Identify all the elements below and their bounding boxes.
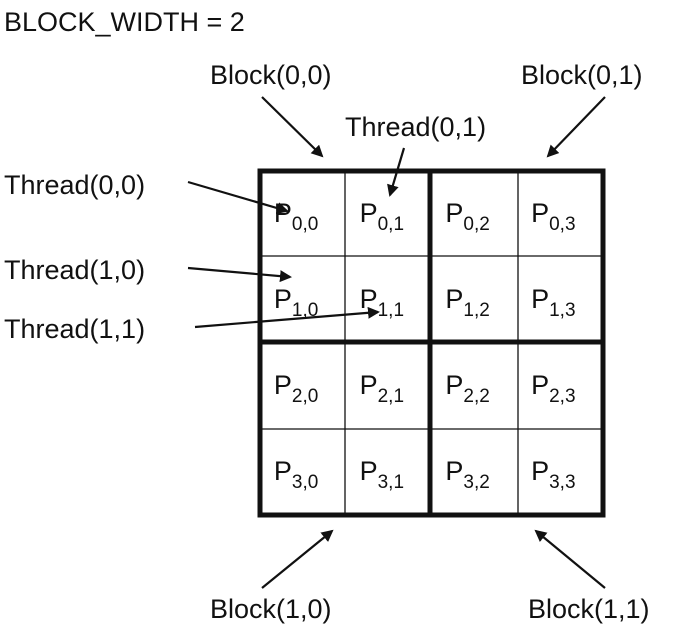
- matrix-cell-3-0: P3,0: [274, 456, 318, 493]
- matrix-cell-1-3: P1,3: [531, 284, 575, 321]
- cell-letter: P: [360, 370, 378, 400]
- thread-label-0-1: Thread(0,1): [345, 112, 486, 142]
- matrix-cell-2-2: P2,2: [445, 370, 489, 407]
- matrix-cell-1-1: P1,1: [360, 284, 404, 321]
- cell-subscript: 0,3: [549, 214, 575, 235]
- cell-subscript: 3,3: [549, 472, 575, 493]
- cell-letter: P: [360, 284, 378, 314]
- cell-letter: P: [531, 284, 549, 314]
- block-label-0-0: Block(0,0): [210, 60, 332, 90]
- thread-label-0-0: Thread(0,0): [4, 170, 145, 200]
- arrow-block-0-0: [261, 96, 324, 158]
- cell-subscript: 0,1: [378, 214, 404, 235]
- arrow-thread-0-1: [387, 147, 406, 197]
- arrow-block-0-1: [546, 96, 606, 158]
- matrix-cell-0-0: P0,0: [274, 198, 318, 235]
- arrow-thread-1-1: [194, 306, 380, 329]
- matrix-cell-2-1: P2,1: [360, 370, 404, 407]
- cell-subscript: 2,2: [463, 386, 489, 407]
- cell-subscript: 3,1: [378, 472, 404, 493]
- block-label-0-1: Block(0,1): [521, 60, 643, 90]
- cell-letter: P: [274, 456, 292, 486]
- matrix-cell-3-2: P3,2: [445, 456, 489, 493]
- matrix-grid: [257, 168, 606, 518]
- arrow-block-1-0: [261, 529, 334, 589]
- cell-subscript: 1,0: [292, 300, 318, 321]
- block-label-1-1: Block(1,1): [528, 594, 650, 624]
- matrix-cell-0-1: P0,1: [360, 198, 404, 235]
- matrix-cell-1-2: P1,2: [445, 284, 489, 321]
- arrow-thread-1-0: [187, 266, 292, 283]
- matrix-cell-3-1: P3,1: [360, 456, 404, 493]
- cell-letter: P: [360, 198, 378, 228]
- arrow-thread-0-0: [187, 180, 289, 214]
- cell-subscript: 0,0: [292, 214, 318, 235]
- cell-subscript: 1,3: [549, 300, 575, 321]
- matrix-cell-0-2: P0,2: [445, 198, 489, 235]
- thread-label-1-0: Thread(1,0): [4, 255, 145, 285]
- cell-subscript: 3,2: [463, 472, 489, 493]
- cell-letter: P: [445, 456, 463, 486]
- matrix-cell-2-3: P2,3: [531, 370, 575, 407]
- cell-subscript: 2,3: [549, 386, 575, 407]
- thread-label-1-1: Thread(1,1): [4, 314, 145, 344]
- cell-letter: P: [445, 284, 463, 314]
- matrix-cell-1-0: P1,0: [274, 284, 318, 321]
- cell-letter: P: [531, 198, 549, 228]
- cell-subscript: 2,0: [292, 386, 318, 407]
- cell-letter: P: [274, 198, 292, 228]
- cell-subscript: 3,0: [292, 472, 318, 493]
- block-width-label: BLOCK_WIDTH = 2: [4, 7, 245, 37]
- cell-subscript: 2,1: [378, 386, 404, 407]
- block-label-1-0: Block(1,0): [210, 594, 332, 624]
- cell-letter: P: [445, 370, 463, 400]
- cell-subscript: 0,2: [463, 214, 489, 235]
- matrix-cell-3-3: P3,3: [531, 456, 575, 493]
- cell-letter: P: [274, 370, 292, 400]
- arrow-block-1-1: [534, 529, 606, 589]
- matrix-cell-2-0: P2,0: [274, 370, 318, 407]
- cell-letter: P: [445, 198, 463, 228]
- cell-letter: P: [531, 456, 549, 486]
- cell-letter: P: [274, 284, 292, 314]
- cell-subscript: 1,2: [463, 300, 489, 321]
- cell-letter: P: [531, 370, 549, 400]
- cell-subscript: 1,1: [378, 300, 404, 321]
- cell-letter: P: [360, 456, 378, 486]
- matrix-cell-0-3: P0,3: [531, 198, 575, 235]
